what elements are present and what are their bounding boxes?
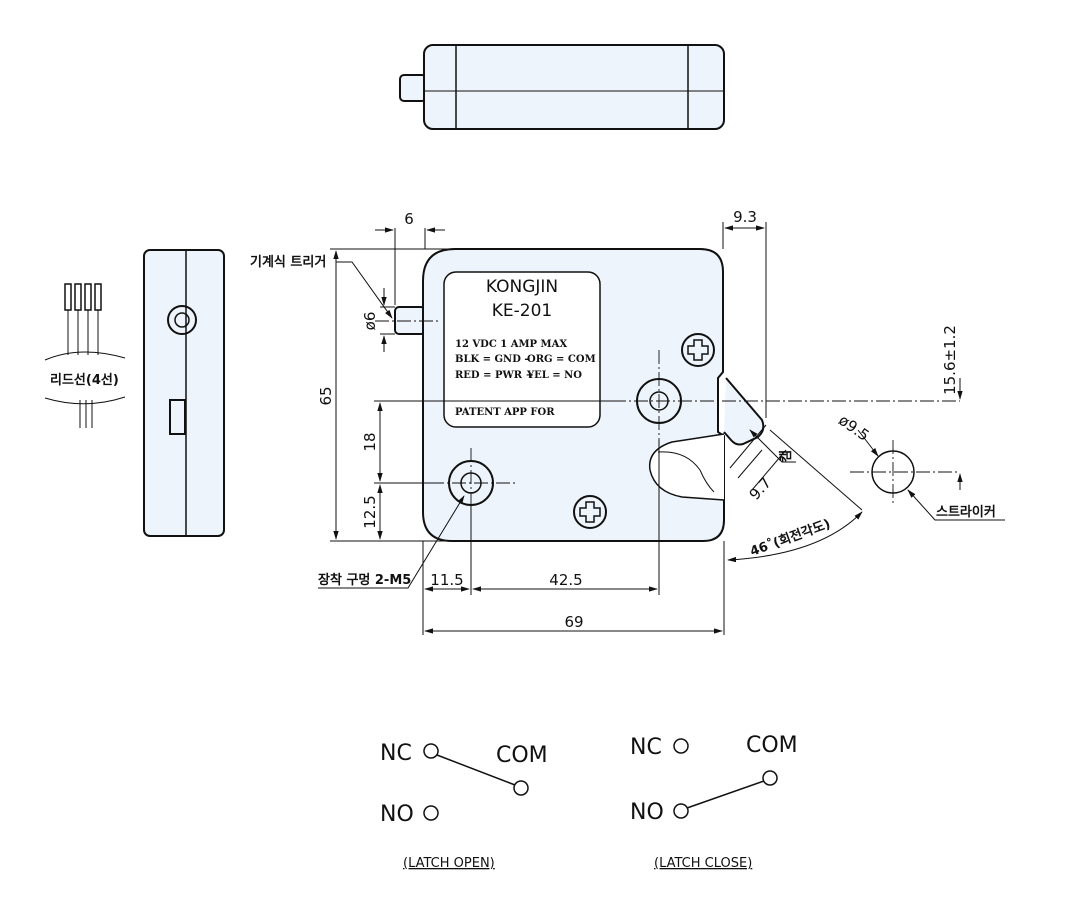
dim-65: 65	[317, 386, 335, 405]
lead-wires	[44, 283, 126, 428]
center-lines	[375, 320, 960, 520]
open-no-terminal	[423, 805, 439, 821]
plate-blk: BLK = GND -	[455, 354, 529, 365]
side-wire-hole	[167, 305, 197, 335]
side-trigger-stub	[169, 399, 186, 435]
rotation-angle-label: 46˚(회전각도)	[748, 516, 833, 560]
close-nc-terminal	[673, 738, 689, 754]
dim-phi6: ø6	[361, 312, 379, 331]
switch-diagram-open: NC COM NO (LATCH OPEN)	[380, 741, 548, 871]
open-caption: (LATCH OPEN)	[403, 856, 495, 871]
trigger-label: 기계식 트리거	[250, 254, 326, 270]
side-view-body	[143, 249, 225, 537]
plate-yel: YEL = NO	[526, 370, 582, 381]
open-nc-label: NC	[380, 741, 412, 766]
close-no-label: NO	[630, 800, 664, 825]
top-trigger-stub	[399, 74, 427, 102]
open-nc-terminal	[423, 743, 439, 759]
dim-11-5: 11.5	[430, 571, 463, 589]
close-com-label: COM	[746, 733, 798, 758]
front-view	[394, 248, 915, 542]
top-view-body	[423, 44, 725, 130]
open-no-label: NO	[380, 802, 414, 827]
dimension-lines	[318, 222, 1005, 635]
close-switch-arm	[686, 780, 765, 809]
mount-hole-label: 장착 구멍 2-M5	[318, 572, 411, 588]
open-switch-arm	[436, 754, 516, 786]
label-plate	[443, 271, 601, 428]
plate-org: ORG = COM	[527, 354, 596, 365]
side-view	[44, 249, 225, 537]
close-com-terminal	[762, 770, 778, 786]
trigger-pin	[394, 306, 426, 335]
dim-6: 6	[404, 210, 414, 228]
plate-model: KE-201	[492, 301, 552, 321]
cam-slot	[648, 433, 725, 501]
plate-brand: KONGJIN	[486, 277, 558, 297]
dim-12-5: 12.5	[361, 495, 379, 528]
plate-red: RED = PWR +	[455, 370, 534, 381]
close-no-terminal	[673, 803, 689, 819]
switch-diagram-close: NC COM NO (LATCH CLOSE)	[630, 733, 798, 871]
dim-15-6: 15.6±1.2	[941, 325, 959, 395]
top-view	[399, 44, 725, 130]
striker-label: 스트라이커	[936, 504, 996, 520]
open-com-terminal	[513, 780, 529, 796]
cam	[723, 377, 765, 446]
dim-9-7: 9.7	[746, 474, 775, 504]
dim-phi9-5: ø9.5	[835, 411, 872, 445]
dim-9-3: 9.3	[733, 208, 757, 226]
cam-label: 캠	[779, 450, 794, 462]
plate-patent: PATENT APP FOR	[455, 407, 555, 418]
screw-top	[681, 333, 715, 367]
open-com-label: COM	[496, 743, 548, 768]
screw-bottom	[573, 495, 607, 529]
plate-rating: 12 VDC 1 AMP MAX	[455, 339, 567, 350]
close-nc-label: NC	[630, 735, 662, 760]
dim-18: 18	[361, 432, 379, 451]
dim-69: 69	[564, 613, 583, 631]
close-caption: (LATCH CLOSE)	[654, 856, 752, 871]
lead-wire-label: 리드선(4선)	[50, 372, 119, 388]
dim-42-5: 42.5	[549, 571, 582, 589]
